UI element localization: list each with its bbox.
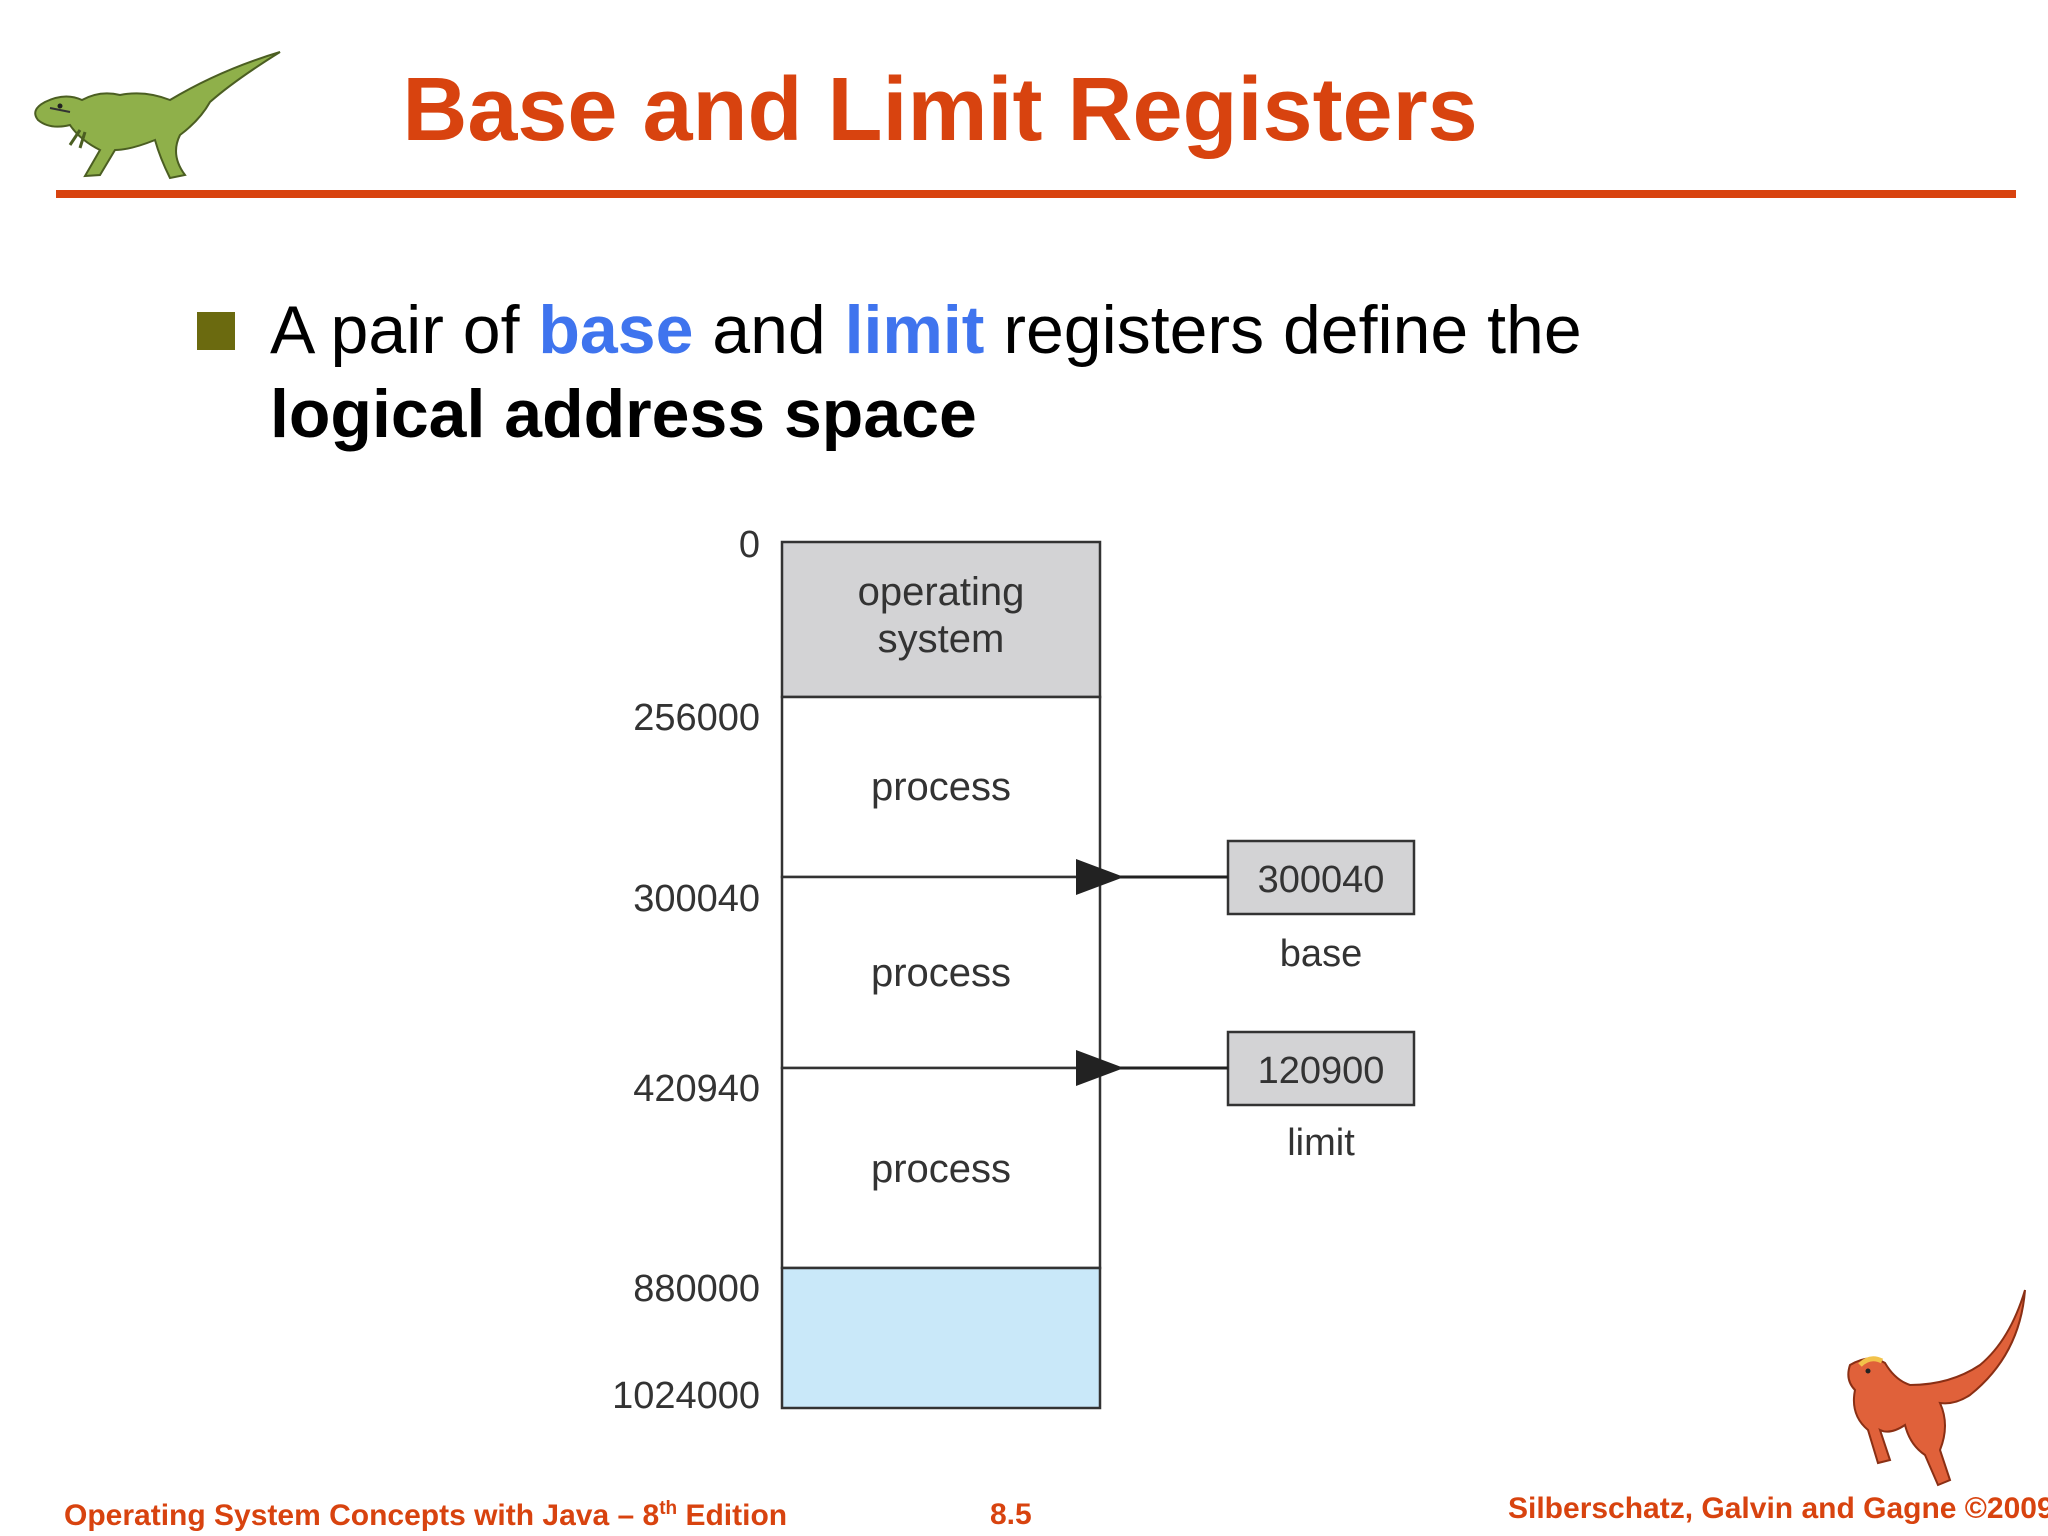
footer-copyright: Silberschatz, Galvin and Gagne ©2009 [1508,1492,2048,1525]
address-label: 256000 [633,697,760,739]
os-label-line2: system [878,617,1005,661]
footer-superscript: th [659,1498,678,1519]
footer-book-title-text: Edition [677,1499,788,1532]
limit-register-value: 120900 [1258,1050,1385,1092]
bullet-text-part: A pair of [270,292,539,368]
footer-book-title: Operating System Concepts with Java – 8t… [64,1498,787,1533]
keyword-limit: limit [844,292,985,368]
limit-register-label: limit [1287,1122,1355,1164]
keyword-base: base [538,292,694,368]
bullet-text-part: and [693,292,845,368]
dinosaur-mascot-icon [1847,1289,2026,1487]
address-label: 420940 [633,1068,760,1110]
bullet-text-part: registers define the [984,292,1582,368]
footer-page-number: 8.5 [990,1498,1032,1531]
base-register-value: 300040 [1258,859,1385,901]
bullet-text: A pair of base and limit registers defin… [270,288,1770,456]
process-label-2: process [871,951,1011,995]
process-segment-1 [780,695,1102,879]
title-divider [56,190,2016,198]
os-segment [780,540,1102,699]
process-label-3: process [871,1147,1011,1191]
page-title: Base and Limit Registers [402,60,1478,160]
address-label: 1024000 [612,1375,760,1417]
limit-register-box [1226,1030,1416,1107]
free-segment [780,1266,1102,1410]
address-label: 300040 [633,878,760,920]
os-label-line1: operating [858,570,1025,614]
process-segment-3 [780,1066,1102,1270]
bullet-square-icon [197,312,235,350]
address-label: 880000 [633,1268,760,1310]
process-label-1: process [871,765,1011,809]
base-register-box [1226,839,1416,916]
process-segment-2 [780,875,1102,1070]
dinosaur-logo [34,51,281,180]
base-register-label: base [1280,933,1362,975]
keyword-logical-address-space: logical address space [270,376,977,452]
address-label: 0 [739,524,760,566]
footer-book-title-text: Operating System Concepts with Java – 8 [64,1499,660,1532]
